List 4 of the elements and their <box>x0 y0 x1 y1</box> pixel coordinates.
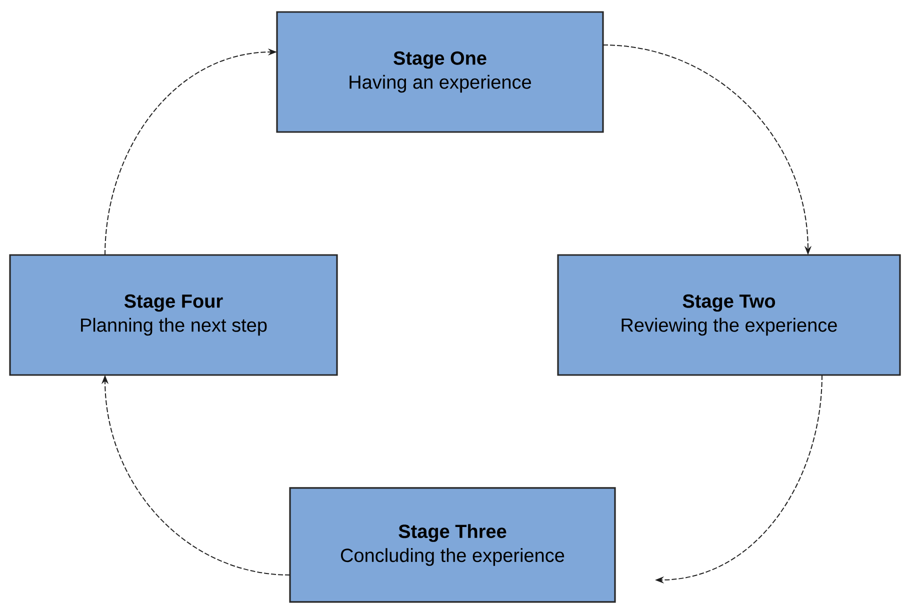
stage-box: Stage One Having an experience <box>276 11 604 133</box>
stage-box: Stage Two Reviewing the experience <box>557 254 901 376</box>
stage-box: Stage Four Planning the next step <box>9 254 338 376</box>
stage-box: Stage Three Concluding the experience <box>289 487 616 603</box>
